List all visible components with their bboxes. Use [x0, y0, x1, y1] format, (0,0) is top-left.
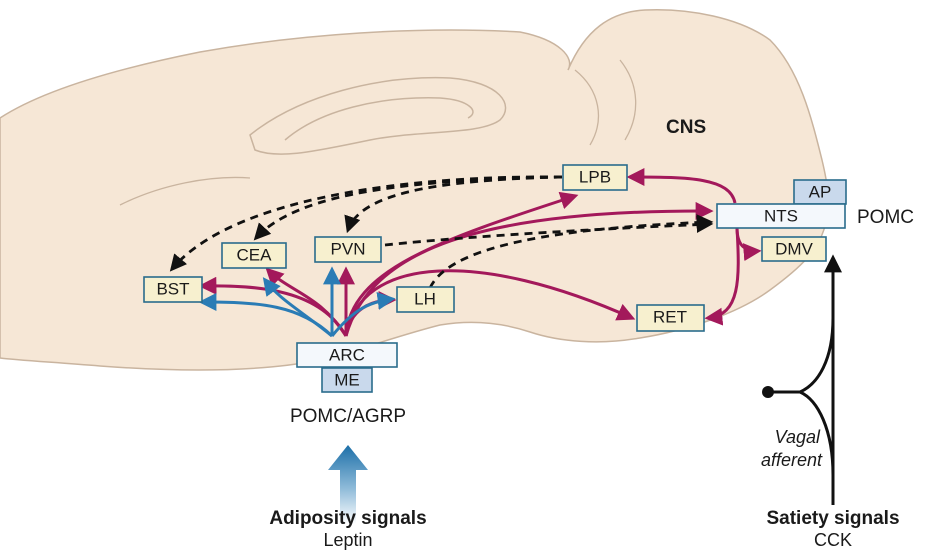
arrow-nts-to-ret-magenta	[704, 227, 740, 326]
node-ap-label: AP	[809, 182, 832, 201]
node-cea-label: CEA	[237, 245, 273, 264]
node-lh: LH	[396, 286, 455, 313]
node-bst-label: BST	[156, 279, 189, 298]
vagal-label: Vagal	[775, 427, 821, 447]
cck-label: CCK	[814, 530, 852, 550]
vagal-node-dot	[762, 386, 774, 398]
node-nts: NTS	[716, 203, 846, 229]
node-arc: ARC	[296, 342, 398, 368]
node-me: ME	[321, 367, 373, 393]
adiposity-input-arrow	[328, 445, 368, 524]
pomc-agrp-label: POMC/AGRP	[290, 406, 406, 427]
brain-fold-inner	[284, 97, 474, 141]
arrow-arc-to-cea-magenta	[265, 267, 348, 337]
arrow-arc-to-cea-blue	[262, 277, 333, 338]
satiety-signals-title: Satiety signals	[766, 508, 899, 529]
arrow-lh-to-nts-dashed	[428, 214, 714, 289]
arrow-pvn-to-nts-dashed	[384, 216, 714, 247]
adiposity-signals-title: Adiposity signals	[269, 508, 426, 529]
arrow-lpb-to-pvn-dashed	[344, 175, 563, 234]
arrow-lpb-to-bst-dashed	[169, 175, 563, 272]
arrow-nts-to-lpb-magenta	[626, 168, 737, 204]
node-dmv: DMV	[761, 236, 827, 262]
afferent-label: afferent	[761, 450, 823, 470]
node-bst: BST	[143, 276, 203, 303]
arrow-arc-to-ret-magenta	[344, 269, 636, 337]
node-arc-label: ARC	[329, 345, 365, 364]
brain-fold-corpus	[249, 76, 507, 155]
cns-label: CNS	[666, 117, 706, 138]
blue-pathways	[198, 266, 396, 338]
node-ret: RET	[636, 304, 705, 332]
node-lpb-label: LPB	[579, 167, 611, 186]
pomc-label: POMC	[857, 207, 914, 228]
node-lpb: LPB	[562, 164, 628, 191]
node-me-label: ME	[334, 370, 360, 389]
leptin-label: Leptin	[323, 530, 372, 550]
brain-fold-cerebellum	[574, 59, 637, 146]
vagal-afferent-pathway	[770, 254, 842, 505]
arrow-arc-to-lh-blue	[330, 292, 396, 337]
node-cea: CEA	[221, 242, 287, 269]
node-ap: AP	[793, 179, 847, 205]
node-ret-label: RET	[653, 307, 687, 326]
node-lh-label: LH	[414, 289, 436, 308]
node-nts-label: NTS	[764, 206, 798, 225]
node-pvn-label: PVN	[331, 239, 366, 258]
node-dmv-label: DMV	[775, 239, 813, 258]
node-pvn: PVN	[314, 236, 382, 263]
brain-fold-lower	[119, 176, 251, 206]
dashed-pathways	[169, 175, 714, 289]
